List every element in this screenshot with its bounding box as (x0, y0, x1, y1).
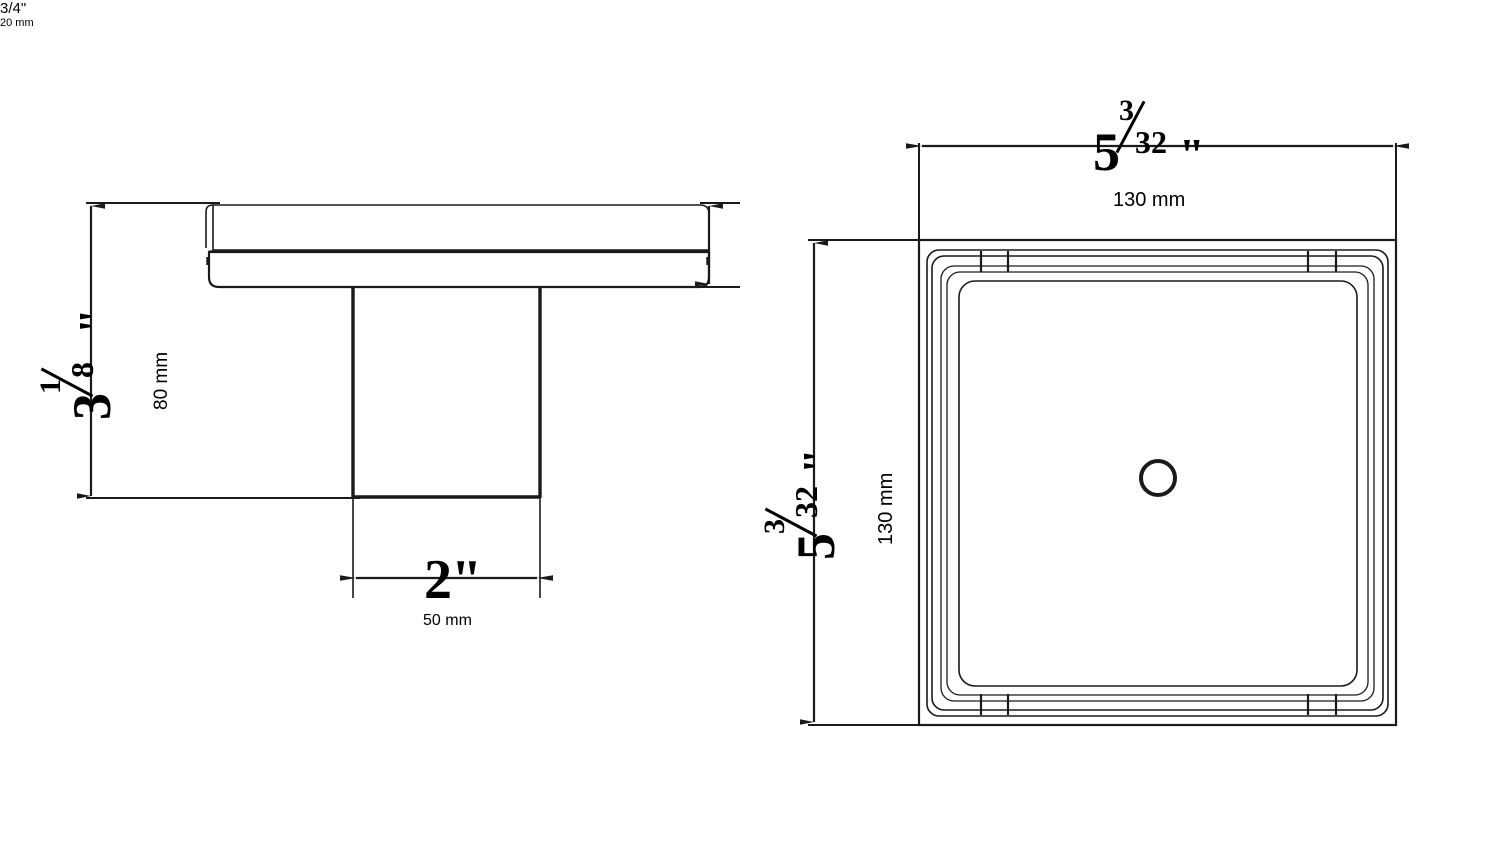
center-drain-hole (1139, 459, 1177, 497)
drain-body-tube (351, 287, 542, 598)
top-plan-view (800, 143, 1409, 727)
dim-flange-thickness-metric: 20 mm (0, 17, 34, 29)
dim-flange-thickness (695, 202, 740, 288)
dim-outlet-diameter-metric: 50 mm (423, 612, 472, 629)
dim-height-top-whole: 5 (786, 534, 846, 560)
dim-outlet-diameter-label: 2" (424, 549, 482, 611)
dim-width-top (906, 143, 1409, 245)
dim-width-top-whole: 5 (1093, 122, 1120, 182)
dim-height-overall-fraction: 1 8 (34, 336, 110, 398)
dim-height-overall-metric: 80 mm (151, 351, 172, 410)
grate-frame-rings (926, 249, 1389, 717)
dim-height-top-metric: 130 mm (875, 472, 897, 545)
side-elevation-view (77, 202, 740, 598)
inch-mark: " (69, 308, 120, 334)
inch-mark: " (793, 448, 844, 474)
frame-corner-ticks (979, 251, 1338, 715)
dim-flange-thickness-label: 3/4" (0, 0, 27, 17)
dim-height-overall-whole: 3 (62, 394, 122, 420)
dim-height-overall-label: 3 1 8 " (34, 308, 122, 420)
dim-height-top-fraction: 3 32 (758, 476, 834, 538)
dim-width-top-fraction: 3 32 (1115, 96, 1177, 170)
dim-width-top-metric: 130 mm (1113, 189, 1186, 211)
dim-height-top-label: 5 3 32 " (758, 448, 846, 560)
dim-width-top-label: 5 3 32 " (1093, 96, 1205, 182)
dim-height-overall (77, 202, 360, 499)
inch-mark: " (1179, 129, 1205, 180)
dim-height-top (800, 239, 924, 726)
flange-plate-outline (205, 204, 711, 289)
